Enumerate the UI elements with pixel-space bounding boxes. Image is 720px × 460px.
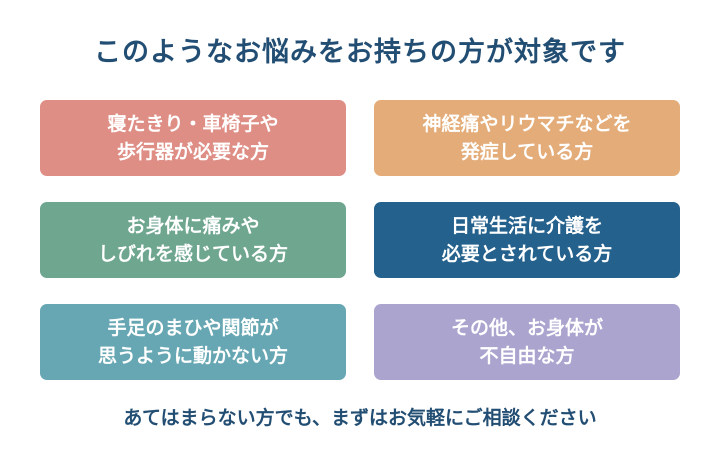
card-line-1: 手足のまひや関節が [107,317,279,339]
card-other: その他、お身体が 不自由な方 [374,304,680,380]
card-pain-numbness: お身体に痛みや しびれを感じている方 [40,202,346,278]
card-bedridden: 寝たきり・車椅子や 歩行器が必要な方 [40,100,346,176]
card-line-1: 神経痛やリウマチなどを [422,113,632,135]
card-line-2: しびれを感じている方 [97,243,288,265]
card-neuralgia: 神経痛やリウマチなどを 発症している方 [374,100,680,176]
card-line-1: その他、お身体が [450,317,603,339]
card-paralysis: 手足のまひや関節が 思うように動かない方 [40,304,346,380]
card-line-1: お身体に痛みや [126,215,260,237]
page-title: このようなお悩みをお持ちの方が対象です [94,37,626,68]
card-line-2: 思うように動かない方 [97,345,288,367]
card-line-2: 必要とされている方 [441,243,613,265]
card-line-1: 日常生活に介護を [450,215,603,237]
card-line-2: 不自由な方 [479,345,575,367]
card-line-2: 発症している方 [460,141,594,163]
card-line-1: 寝たきり・車椅子や [107,113,279,135]
footer-note: あてはまらない方でも、まずはお気軽にご相談ください [123,407,597,429]
card-care-needed: 日常生活に介護を 必要とされている方 [374,202,680,278]
card-line-2: 歩行器が必要な方 [116,141,269,163]
